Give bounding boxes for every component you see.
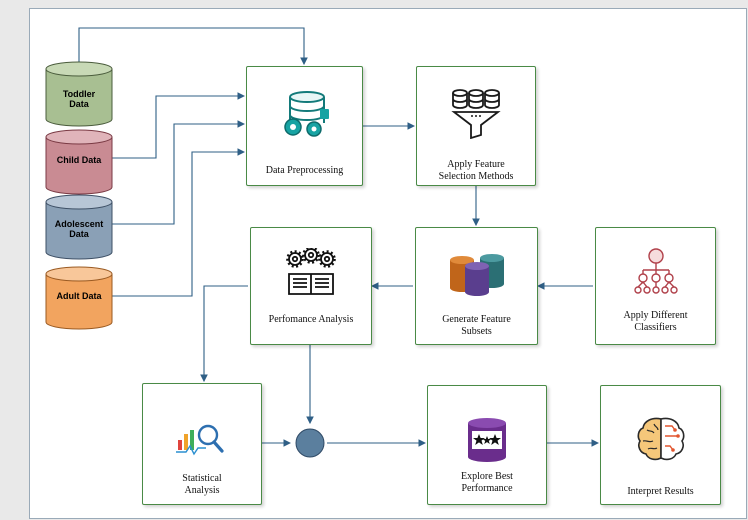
arrow-performance-to-statistical — [200, 285, 248, 383]
flow-connectors — [45, 27, 600, 458]
node-feature-subsets: Generate Feature Subsets — [415, 227, 538, 345]
node-classifiers: Apply Different Classifiers — [595, 227, 716, 345]
cylinder-adolescent — [45, 194, 113, 260]
node-feature-subsets-label: Generate Feature Subsets — [442, 314, 511, 337]
node-performance-analysis-label: Perfomance Analysis — [268, 314, 354, 325]
gears-book-icon — [286, 248, 336, 295]
source-child-label: Child Data — [56, 155, 102, 165]
diagram-canvas: Toddler Data Child Data Adolescent Data … — [29, 8, 747, 519]
arrow-adolescent-to-preprocessing — [112, 120, 246, 225]
source-adolescent-label: Adolescent Data — [54, 219, 104, 239]
node-classifiers-label: Apply Different Classifiers — [623, 310, 688, 333]
database-gears-icon — [283, 91, 329, 137]
node-explore-best-performance-label: Explore Best Performance — [461, 471, 513, 494]
arrow-child-to-preprocessing — [112, 92, 246, 159]
chart-magnifier-icon — [176, 424, 224, 456]
database-funnel-icon — [451, 89, 501, 139]
node-explore-best-performance: Explore Best Performance — [427, 385, 547, 505]
merge-node — [295, 428, 325, 458]
cylinder-child — [45, 129, 113, 195]
brain-circuit-icon — [637, 417, 684, 461]
node-performance-analysis: Perfomance Analysis — [250, 227, 372, 345]
source-adult-label: Adult Data — [56, 291, 102, 301]
node-interpret-results: Interpret Results — [600, 385, 721, 505]
node-feature-selection-label: Apply Feature Selection Methods — [438, 159, 514, 182]
node-statistical-analysis: Statistical Analysis — [142, 383, 262, 505]
node-feature-selection: Apply Feature Selection Methods — [416, 66, 536, 186]
arrow-adult-to-preprocessing — [112, 148, 246, 297]
source-toddler-label: Toddler Data — [62, 89, 96, 109]
cylinder-toddler — [45, 61, 113, 127]
node-data-preprocessing: Data Preprocessing — [246, 66, 363, 186]
stars-board-icon — [468, 418, 506, 462]
stacked-cylinders-icon — [449, 254, 504, 296]
node-data-preprocessing-label: Data Preprocessing — [265, 165, 344, 176]
node-interpret-results-label: Interpret Results — [627, 486, 694, 497]
hierarchy-tree-icon — [633, 248, 678, 294]
cylinder-adult — [45, 266, 113, 330]
node-statistical-analysis-label: Statistical Analysis — [182, 473, 222, 496]
arrow-toddler-to-preprocessing — [78, 27, 308, 66]
